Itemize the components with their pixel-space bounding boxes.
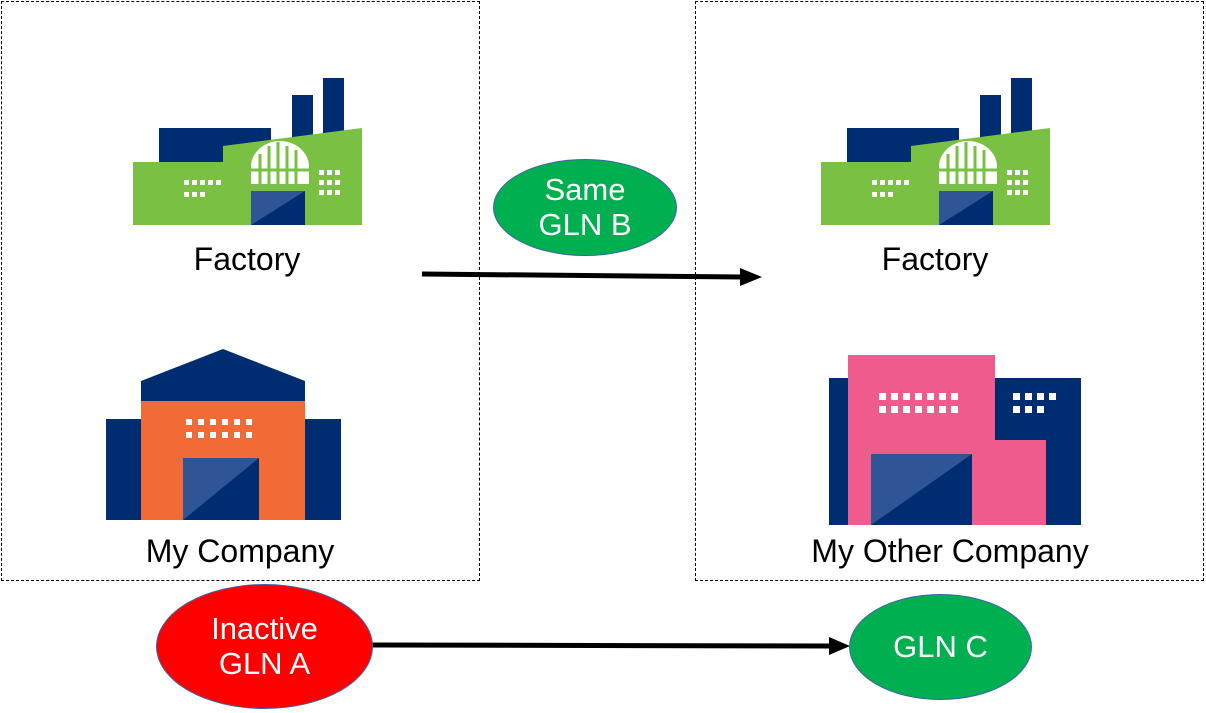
my-other-company-group-box (695, 1, 1204, 581)
arrow-factory-to-factory (421, 268, 762, 286)
gln-b-line2: GLN B (538, 206, 632, 242)
factory-label: Factory (193, 241, 301, 277)
gln-c-line1: GLN C (893, 628, 988, 664)
gln-a-oval: Inactive GLN A (156, 584, 373, 709)
gln-b-line1: Same (544, 171, 626, 207)
gln-a-line2: GLN A (218, 645, 311, 681)
gln-b-oval: Same GLN B (493, 159, 677, 256)
factory-icon (133, 78, 362, 225)
office-building-icon (829, 355, 1081, 525)
factory-icon (821, 78, 1050, 225)
gln-a-line1: Inactive (211, 610, 318, 646)
my-company-group-box (1, 1, 480, 581)
my-other-company-label: My Other Company (811, 533, 1089, 569)
my-company-label: My Company (145, 533, 335, 569)
gln-c-oval: GLN C (849, 594, 1032, 700)
factory-label: Factory (881, 241, 989, 277)
arrow-gln-a-to-gln-c (371, 637, 850, 655)
warehouse-icon (106, 349, 341, 520)
